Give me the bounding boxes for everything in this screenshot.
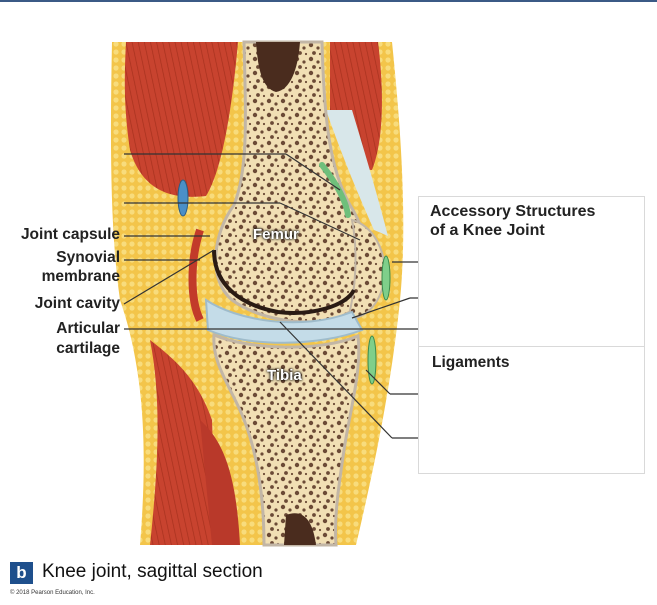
patella	[346, 218, 386, 320]
bursa-infrapatellar	[367, 335, 377, 385]
label-synovial-membrane-line1: Synovial	[56, 249, 120, 266]
femur-marrow	[256, 42, 300, 92]
copyright-notice: © 2018 Pearson Education, Inc.	[10, 590, 95, 596]
panel-ligaments-label: Ligaments	[432, 354, 510, 371]
figure-badge: b	[10, 562, 33, 584]
label-joint-cavity: Joint cavity	[34, 295, 120, 312]
bursa-prepatellar	[381, 255, 391, 301]
synovial-membrane-red	[188, 228, 204, 322]
label-tibia: Tibia	[267, 367, 302, 384]
label-synovial-membrane-line2: membrane	[41, 268, 120, 285]
tibia-marrow	[284, 513, 316, 545]
accessory-structures-panel	[418, 196, 645, 348]
panel-heading-line2: of a Knee Joint	[430, 222, 545, 239]
tibia	[212, 332, 361, 547]
posterior-muscle-lower	[150, 340, 216, 545]
bursa-posterior	[177, 179, 189, 217]
articular-cartilage	[204, 298, 364, 344]
posterior-muscle-calf	[200, 420, 240, 545]
label-articular-cartilage-line1: Articular	[56, 320, 120, 337]
panel-heading-line1: Accessory Structures	[430, 203, 596, 220]
panel-heading: Accessory Structures of a Knee Joint	[430, 202, 595, 240]
label-joint-capsule: Joint capsule	[20, 226, 120, 243]
label-femur: Femur	[253, 226, 299, 243]
quadriceps-tendon	[326, 110, 388, 236]
top-rule	[0, 0, 657, 2]
posterior-muscle	[124, 42, 238, 197]
figure-caption: Knee joint, sagittal section	[42, 561, 263, 582]
joint-cavity-line	[212, 249, 356, 315]
label-articular-cartilage-line2: cartilage	[56, 340, 120, 357]
ligaments-panel	[418, 346, 645, 474]
bursa-suprapatellar	[319, 162, 351, 218]
